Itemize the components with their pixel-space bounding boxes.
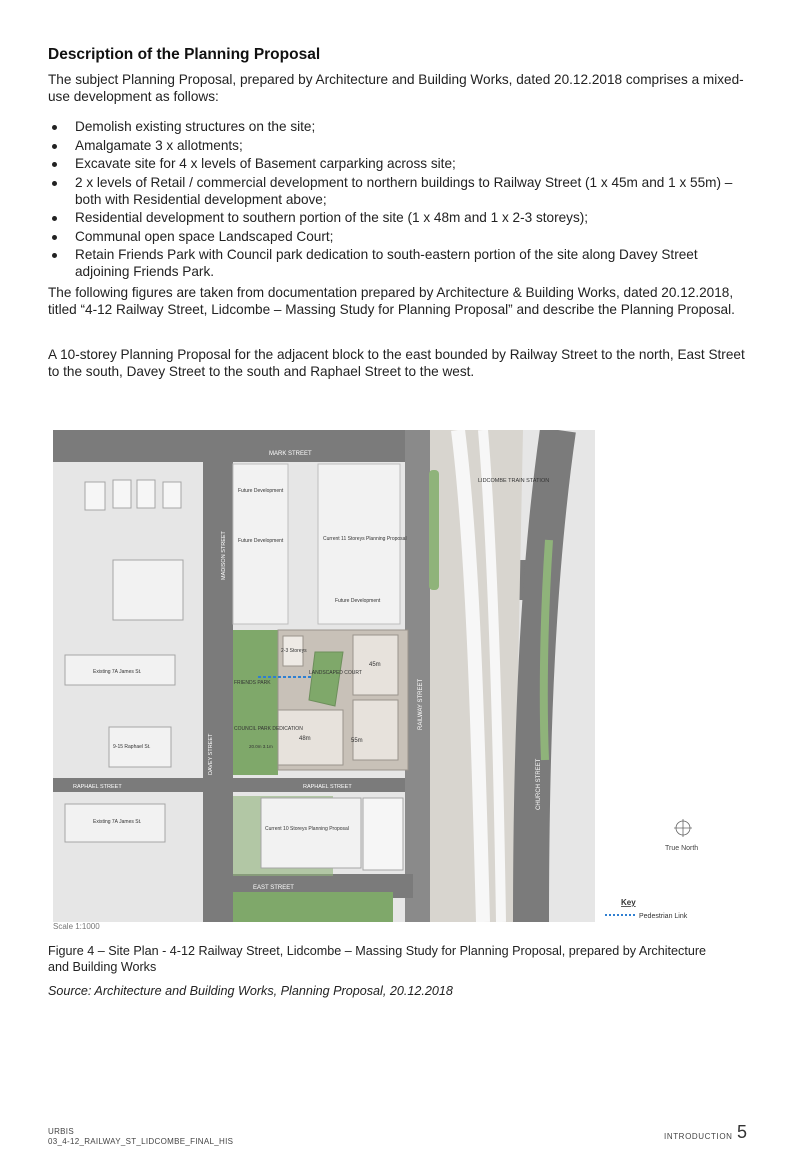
- davey-street-road: [203, 454, 233, 922]
- current-10-storey-label: Current 10 Storeys Planning Proposal: [265, 826, 349, 832]
- bullet-text: Communal open space Landscaped Court;: [75, 228, 334, 244]
- bullet-text: Excavate site for 4 x levels of Basement…: [75, 156, 456, 171]
- future-development-block: [232, 463, 289, 625]
- bullet-dot-icon: [52, 143, 57, 149]
- landscaped-court-label: LANDSCAPED COURT: [309, 670, 362, 676]
- east-street-label: EAST STREET: [253, 885, 294, 891]
- existing-7a-james-building-2: [64, 803, 166, 843]
- figures-paragraph: The following figures are taken from doc…: [48, 285, 735, 317]
- figure-source: Source: Architecture and Building Works,…: [48, 984, 453, 998]
- church-street-label: CHURCH STREET: [536, 758, 542, 810]
- proposal-bullet-list: Demolish existing structures on the site…: [48, 118, 748, 282]
- footer-section: INTRODUCTION: [664, 1132, 733, 1141]
- future-development-label: Future Development: [238, 488, 284, 494]
- bullet-item: Retain Friends Park with Council park de…: [48, 246, 748, 280]
- landscaped-court: [308, 651, 344, 707]
- footer-left: URBIS 03_4-12_RAILWAY_ST_LIDCOMBE_FINAL_…: [48, 1127, 233, 1147]
- 2-3-storeys-label: 2-3 Storeys: [281, 648, 307, 654]
- height-48m-label: 48m: [299, 736, 311, 742]
- bullet-item: Demolish existing structures on the site…: [48, 118, 748, 135]
- future-development-label: Future Development: [238, 538, 284, 544]
- height-45m-label: 45m: [369, 662, 381, 668]
- figure-legend-area: True North Key Pedestrian Link: [605, 819, 698, 920]
- future-development-label: Future Development: [335, 598, 381, 604]
- bullet-dot-icon: [52, 253, 57, 258]
- friends-park-label: FRIENDS PARK: [234, 680, 271, 686]
- true-north-label: True North: [665, 845, 698, 852]
- bullet-dot-icon: [52, 234, 57, 240]
- bullet-text: Residential development to southern port…: [75, 210, 589, 225]
- intro-paragraph: The subject Planning Proposal, prepared …: [48, 72, 744, 104]
- median-grass: [539, 539, 553, 761]
- raphael-street-label-2: RAPHAEL STREET: [303, 784, 352, 790]
- house: [112, 479, 132, 509]
- building-2-3-storeys: [282, 635, 304, 667]
- church-street-road: [513, 430, 576, 922]
- current-11-storey-block: [317, 463, 401, 625]
- railway-street-road: [405, 430, 430, 922]
- existing-7a-james-building: [64, 654, 176, 686]
- bullet-dot-icon: [52, 180, 57, 186]
- height-55m-label: 55m: [351, 738, 363, 744]
- rail-track: [478, 430, 506, 922]
- building-55m: [352, 699, 399, 761]
- rail-track: [451, 430, 490, 922]
- raphael-9-15-building: [108, 726, 172, 768]
- council-park-dedication-label: COUNCIL PARK DEDICATION: [234, 726, 303, 732]
- bullet-item: Residential development to southern port…: [48, 209, 748, 226]
- mark-street-road: [53, 430, 453, 462]
- railway-street-label: RAILWAY STREET: [418, 679, 424, 730]
- madison-street-label: MADISON STREET: [221, 530, 227, 580]
- house: [162, 481, 182, 509]
- friends-park: [233, 630, 278, 775]
- bullet-text: Retain Friends Park with Council park de…: [75, 247, 698, 279]
- section-heading: Description of the Planning Proposal: [48, 46, 321, 63]
- existing-building: [112, 559, 184, 621]
- verge-grass: [429, 470, 439, 590]
- pedestrian-link-label: Pedestrian Link: [639, 913, 688, 920]
- existing-7a-james-label: Existing 7A James St.: [93, 669, 141, 675]
- current-10-storey-block: [260, 797, 362, 869]
- bullet-dot-icon: [52, 125, 57, 130]
- current-11-storey-label: Current 11 Storeys Planning Proposal: [323, 536, 407, 542]
- footer-filename: 03_4-12_RAILWAY_ST_LIDCOMBE_FINAL_HIS: [48, 1137, 234, 1146]
- raphael-9-15-label: 9-15 Raphael St.: [113, 744, 151, 750]
- davey-street-label: DAVEY STREET: [208, 733, 214, 775]
- raphael-street-label: RAPHAEL STREET: [73, 784, 122, 790]
- bullet-item: Excavate site for 4 x levels of Basement…: [48, 155, 748, 172]
- setback-dimension-label: 20.0m 3.1m: [249, 744, 273, 749]
- key-title: Key: [621, 898, 636, 907]
- existing-7a-james-label-2: Existing 7A James St.: [93, 819, 141, 825]
- bullet-text: Demolish existing structures on the site…: [75, 119, 316, 134]
- mark-street-label: MARK STREET: [269, 451, 312, 457]
- bullet-dot-icon: [52, 216, 57, 221]
- figure-caption: Figure 4 – Site Plan - 4-12 Railway Stre…: [48, 944, 707, 974]
- lidcombe-station-label: LIDCOMBE TRAIN STATION: [478, 478, 549, 484]
- bullet-item: Amalgamate 3 x allotments;: [48, 137, 748, 154]
- bullet-item: Communal open space Landscaped Court;: [48, 228, 748, 245]
- bullet-text: 2 x levels of Retail / commercial develo…: [75, 174, 733, 207]
- site-plan-figure: MARK STREET MADISON STREET DAVEY STREET …: [53, 430, 595, 922]
- house: [136, 479, 156, 509]
- bullet-item: 2 x levels of Retail / commercial develo…: [48, 174, 748, 208]
- bullet-text: Amalgamate 3 x allotments;: [75, 137, 243, 153]
- park-south-2: [233, 892, 393, 922]
- building-45m: [352, 634, 399, 696]
- adjacent-proposal-paragraph: A 10-storey Planning Proposal for the ad…: [48, 347, 745, 379]
- bullet-dot-icon: [52, 162, 57, 167]
- page-number: 5: [737, 1122, 748, 1142]
- scale-label: Scale 1:1000: [53, 922, 100, 931]
- future-building-south: [362, 797, 404, 871]
- footer-org: URBIS: [48, 1127, 74, 1136]
- house: [84, 481, 106, 511]
- building-48m: [277, 709, 344, 766]
